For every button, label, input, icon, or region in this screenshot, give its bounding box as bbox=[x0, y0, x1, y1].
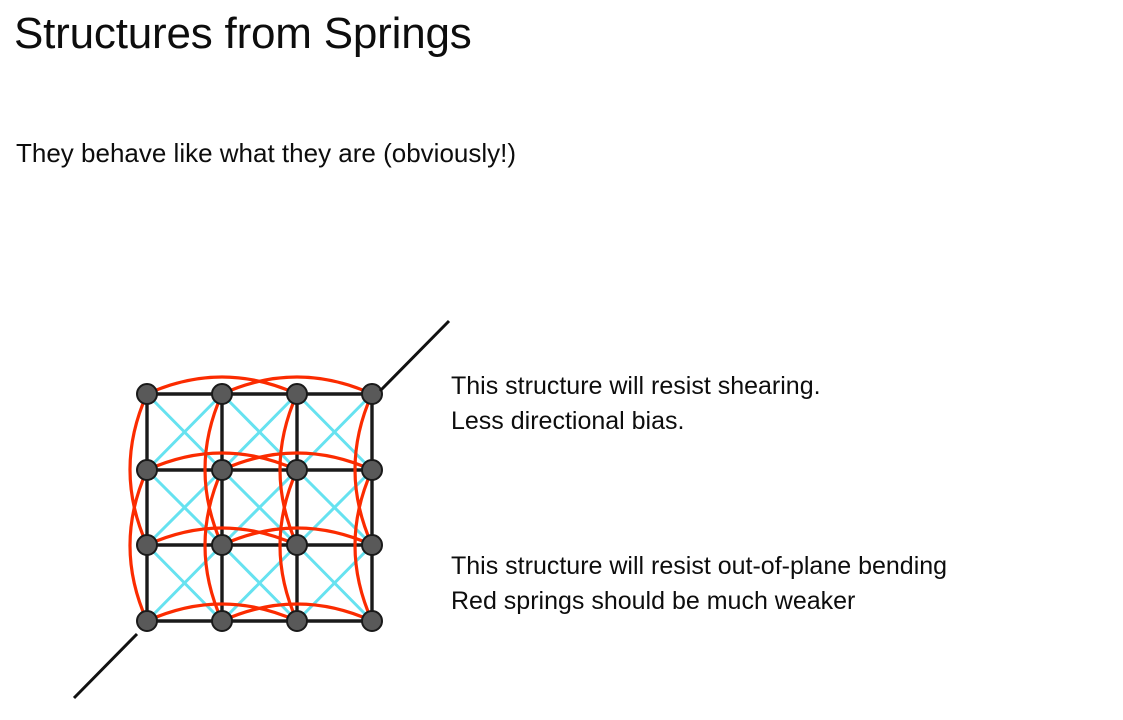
shear-diagonal bbox=[295, 543, 374, 623]
page-title: Structures from Springs bbox=[14, 9, 472, 58]
lattice-node bbox=[361, 459, 383, 481]
callout-bending-line-2: Red springs should be much weaker bbox=[451, 587, 856, 615]
lattice-node bbox=[136, 534, 158, 556]
leader-lines-group bbox=[72, 319, 451, 700]
shear-diagonal bbox=[145, 543, 224, 623]
lattice-node bbox=[211, 459, 233, 481]
lattice-node bbox=[286, 610, 308, 632]
lattice-node bbox=[286, 534, 308, 556]
lattice-node bbox=[286, 383, 308, 405]
lattice-node bbox=[136, 383, 158, 405]
lattice-nodes-group bbox=[136, 383, 383, 632]
lattice-node bbox=[211, 610, 233, 632]
lattice-node bbox=[361, 610, 383, 632]
structural-edges-group bbox=[145, 392, 374, 623]
callout-bending: This structure will resist out-of-plane … bbox=[451, 549, 947, 619]
slide-subtitle: They behave like what they are (obviousl… bbox=[16, 138, 517, 168]
lattice-node bbox=[361, 534, 383, 556]
upper-leader bbox=[378, 319, 451, 393]
callout-shear-line-2: Less directional bias. bbox=[451, 407, 685, 435]
callout-shear: This structure will resist shearing. Les… bbox=[451, 369, 821, 439]
shear-diagonal bbox=[220, 392, 299, 472]
lattice-node bbox=[211, 534, 233, 556]
shear-diagonal bbox=[295, 392, 374, 472]
lattice-node bbox=[136, 459, 158, 481]
lattice-node bbox=[286, 459, 308, 481]
shear-diagonal bbox=[145, 392, 224, 472]
lattice-node bbox=[361, 383, 383, 405]
lattice-node bbox=[136, 610, 158, 632]
lattice-node bbox=[211, 383, 233, 405]
shear-diagonal bbox=[295, 468, 374, 547]
callout-shear-line-1: This structure will resist shearing. bbox=[451, 372, 821, 400]
shear-diagonals-group bbox=[145, 392, 374, 623]
lower-leader bbox=[72, 632, 139, 700]
shear-diagonal bbox=[220, 543, 299, 623]
callout-bending-line-1: This structure will resist out-of-plane … bbox=[451, 552, 948, 580]
shear-diagonal bbox=[220, 468, 299, 547]
shear-diagonal bbox=[145, 468, 224, 547]
